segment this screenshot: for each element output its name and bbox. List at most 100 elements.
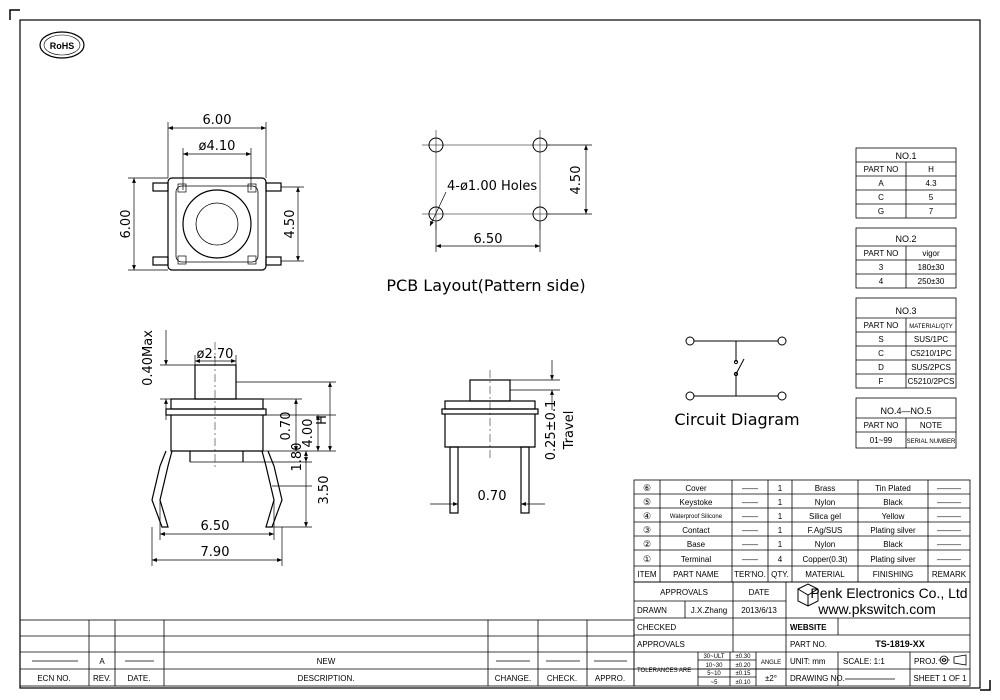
no3-r3-1: C5210/2PCS — [908, 377, 955, 386]
bom-r0-ter: —— — [742, 484, 758, 493]
no1-r2-1: 7 — [929, 207, 934, 216]
bom-r4-item: ② — [643, 539, 651, 549]
table-no2 — [855, 227, 957, 289]
circuit-diagram-label: Circuit Diagram — [674, 410, 799, 429]
dim-side-400: 4.00 — [301, 419, 316, 448]
bom-head-mat: MATERIAL — [805, 570, 845, 579]
pcb-layout — [422, 130, 592, 252]
dim-rear-travel: 0.25±0.1 — [544, 400, 559, 461]
bom-r3-item: ③ — [643, 525, 651, 535]
dim-top-height-right: 4.50 — [283, 210, 298, 239]
bom-r5-fin: Plating silver — [870, 555, 916, 564]
bom-r3-ter: —— — [742, 526, 758, 535]
bom-r3-rem: ——— — [937, 526, 961, 535]
table-no1 — [855, 147, 957, 219]
rohs-logo: RoHS — [39, 31, 85, 59]
tb-tolerances: TOLERANCES ARE — [637, 668, 691, 674]
tb-proj: PROJ. — [914, 657, 938, 666]
tb-sheet: SHEET 1 OF 1 — [913, 674, 967, 683]
tol-value-0: ±0.30 — [736, 654, 752, 660]
no3-head-1: MATERIAL/QTY — [909, 324, 953, 330]
company-name: Penk Electronics Co., Ltd — [810, 585, 967, 601]
no2-title: NO.2 — [895, 234, 916, 244]
revision-table — [19, 619, 635, 687]
no3-r0-0: S — [878, 335, 883, 344]
no4-head-1: NOTE — [920, 421, 942, 430]
no2-r0-1: 180±30 — [918, 263, 945, 272]
rev-head-appro: APPRO. — [595, 674, 625, 683]
no3-r1-0: C — [878, 349, 884, 358]
tb-approvals: APPROVALS — [660, 588, 708, 597]
bom-r4-ter: —— — [742, 540, 758, 549]
tb-part-no: TS-1819-XX — [875, 639, 925, 649]
dim-side-h: H — [315, 415, 330, 425]
dim-side-max: 0.40Max — [141, 330, 156, 386]
no1-r0-0: A — [878, 179, 884, 188]
dim-side-350: 3.50 — [317, 476, 332, 505]
tb-drawn-date: 2013/6/13 — [741, 606, 777, 615]
bom-r1-name: Keystoke — [680, 498, 713, 507]
bom-r1-qty: 1 — [778, 498, 783, 507]
tb-part-no-label: PART NO. — [790, 640, 827, 649]
bom-r1-fin: Black — [883, 498, 904, 507]
no1-r0-1: 4.3 — [925, 179, 937, 188]
bom-r5-rem: ——— — [937, 555, 961, 564]
bom-r2-ter: —— — [742, 512, 758, 521]
no1-head-0: PART NO — [864, 165, 899, 174]
rev-head-ecn: ECN NO. — [37, 674, 70, 683]
bom-r5-item: ① — [643, 554, 651, 564]
rev-head-date: DATE. — [128, 674, 151, 683]
bom-r4-name: Base — [687, 540, 706, 549]
tol-value-3: ±0.10 — [736, 680, 752, 686]
no4-title: NO.4—NO.5 — [880, 406, 931, 416]
rohs-text: RoHS — [50, 41, 75, 51]
bom-head-item: ITEM — [637, 570, 656, 579]
tb-angle-tol: ±2° — [765, 674, 777, 683]
bom-rows: ⑥ Cover —— 1 Brass Tin Plated ——— ⑤ Keys… — [637, 483, 966, 579]
tol-value-2: ±0.15 — [736, 671, 752, 677]
tol-range-0: 30~ULT — [703, 654, 724, 660]
dim-pcb-width: 6.50 — [474, 232, 503, 247]
bom-r4-mat: Nylon — [815, 540, 835, 549]
no1-r1-0: C — [878, 193, 884, 202]
no4-r0-1: SERIAL NUMBER — [907, 439, 956, 445]
no2-r0-0: 3 — [879, 263, 884, 272]
rev-head-change: CHANGE. — [495, 674, 531, 683]
no2-r1-1: 250±30 — [918, 277, 945, 286]
bom-r0-rem: ——— — [937, 484, 961, 493]
tb-date: DATE — [749, 588, 770, 597]
pcb-layout-label: PCB Layout(Pattern side) — [386, 276, 585, 295]
rev-head-rev: REV. — [93, 674, 111, 683]
bom-head-rem: REMARK — [932, 570, 967, 579]
company-site: www.pkswitch.com — [817, 601, 935, 617]
tol-range-2: 5~10 — [707, 671, 721, 677]
dim-pcb-holes: 4-ø1.00 Holes — [447, 179, 537, 194]
tol-range-1: 10~30 — [706, 663, 724, 669]
bom-r3-mat: F.Ag/SUS — [808, 526, 843, 535]
tb-drawn: DRAWN — [637, 606, 667, 615]
table-no4 — [855, 397, 957, 449]
bom-r5-ter: —— — [742, 555, 758, 564]
bom-r1-item: ⑤ — [643, 497, 651, 507]
no4-r0-0: 01~99 — [870, 436, 893, 445]
bom-r3-name: Contact — [682, 526, 710, 535]
rev-head-description: DESCRIPTION. — [298, 674, 355, 683]
no3-r1-1: C5210/1PC — [910, 349, 952, 358]
no3-r2-1: SUS/2PCS — [911, 363, 951, 372]
bom-r1-rem: ——— — [937, 498, 961, 507]
no2-r1-0: 4 — [879, 277, 884, 286]
bom-head-qty: QTY. — [771, 570, 789, 579]
dim-side-790: 7.90 — [201, 545, 230, 560]
circuit-diagram — [685, 336, 787, 401]
no1-head-1: H — [928, 165, 934, 174]
tb-approvals2: APPROVALS — [637, 640, 685, 649]
dim-rear-travel-label: Travel — [562, 411, 577, 451]
bom-r2-fin: Yellow — [882, 512, 905, 521]
rear-view — [430, 360, 560, 514]
bom-r2-item: ④ — [643, 511, 651, 521]
rev-description: NEW — [317, 657, 336, 666]
bom-r4-fin: Black — [883, 540, 904, 549]
tol-value-1: ±0.20 — [736, 663, 752, 669]
